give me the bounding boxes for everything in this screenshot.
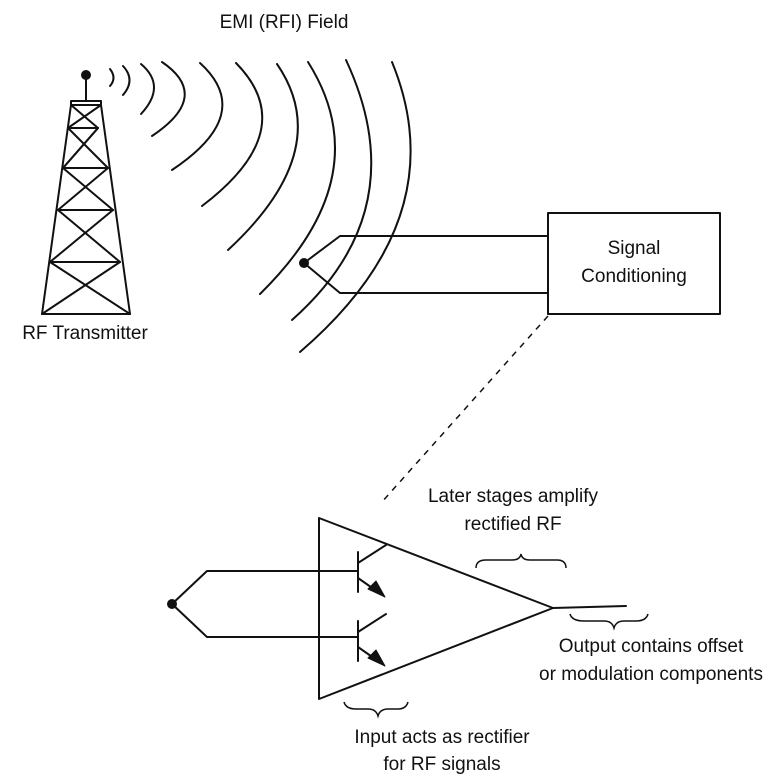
- input-transistor-upper: [357, 544, 387, 598]
- rf-transmitter-tower: [41, 70, 131, 315]
- sensor-leads-upper: [299, 235, 549, 294]
- signal-conditioning-line2: Conditioning: [581, 266, 687, 287]
- detail-dashed-connector: [380, 315, 549, 504]
- output-line2: or modulation components: [539, 664, 763, 685]
- field-arc: [227, 63, 299, 251]
- later-stages-brace: [475, 553, 567, 569]
- output-brace: [569, 613, 649, 631]
- field-arc: [171, 62, 224, 171]
- emi-field-arcs: [109, 59, 412, 353]
- field-arc: [140, 63, 155, 115]
- field-arc: [259, 61, 336, 295]
- rf-transmitter-label: RF Transmitter: [22, 323, 148, 344]
- input-transistor-lower: [357, 613, 387, 667]
- amplifier-triangle: [318, 517, 554, 700]
- sensor-leads-lower: [167, 570, 359, 638]
- field-arc: [201, 62, 264, 207]
- later-stages-line1: Later stages amplify: [428, 486, 599, 507]
- output-line1: Output contains offset: [559, 636, 744, 657]
- input-brace: [343, 701, 409, 719]
- field-arc: [151, 61, 186, 137]
- field-arc: [122, 65, 131, 96]
- signal-conditioning-line1: Signal: [608, 238, 661, 259]
- output-lead: [552, 605, 627, 609]
- input-line2: for RF signals: [383, 754, 500, 775]
- field-arc: [299, 61, 412, 353]
- field-arc: [291, 59, 373, 321]
- emi-field-label: EMI (RFI) Field: [220, 12, 349, 33]
- input-line1: Input acts as rectifier: [354, 727, 530, 748]
- field-arc: [109, 68, 115, 87]
- later-stages-line2: rectified RF: [464, 514, 561, 535]
- signal-conditioning-box: Signal Conditioning: [547, 212, 721, 315]
